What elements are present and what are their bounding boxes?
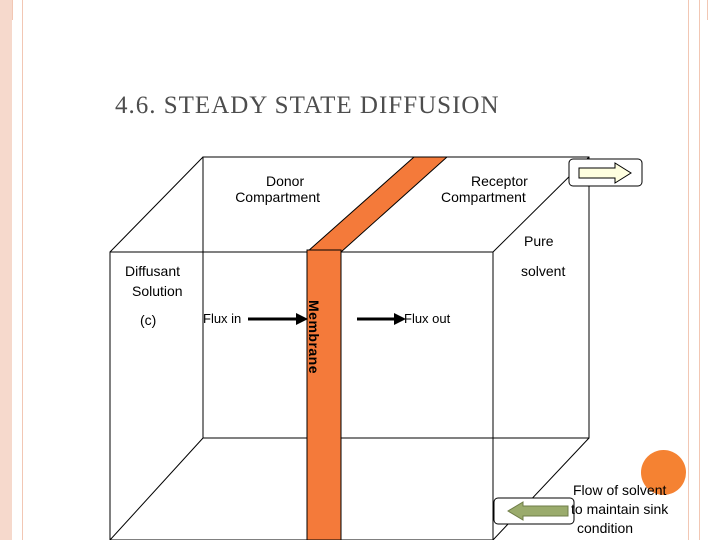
flow-label-line3: condition xyxy=(577,520,634,536)
slide-frame-line xyxy=(22,0,23,540)
membrane-label: Membrane xyxy=(306,300,322,375)
membrane-top xyxy=(305,156,449,253)
membrane-front xyxy=(306,249,342,540)
receptor-label-line1: Receptor xyxy=(471,173,528,189)
donor-label: Donor Compartment xyxy=(220,173,320,205)
receptor-label-line2: Compartment xyxy=(441,189,526,205)
flux-out-label: Flux out xyxy=(404,311,451,326)
donor-label-line2: Compartment xyxy=(235,189,320,205)
flow-label-line2: to maintain sink xyxy=(571,501,669,517)
panel-label: (c) xyxy=(140,312,157,328)
flow-label: Flow of solvent to maintain sink conditi… xyxy=(571,481,668,538)
solvent-label: solvent xyxy=(521,263,566,279)
flux-in-label: Flux in xyxy=(203,311,242,326)
donor-label-line1: Donor xyxy=(266,173,305,189)
left-arrow-icon xyxy=(507,501,569,521)
right-arrow-icon xyxy=(578,162,632,184)
flux-out-arrow xyxy=(357,313,406,325)
slide-frame-left xyxy=(0,0,12,540)
slide-title: 4.6. STEADY STATE DIFFUSION xyxy=(115,92,500,119)
edge-top-left xyxy=(109,156,204,253)
inlet-box xyxy=(568,158,643,187)
pure-label: Pure xyxy=(524,233,554,249)
flow-label-line1: Flow of solvent xyxy=(573,482,667,498)
front-face xyxy=(109,251,494,540)
edge-bottom-left xyxy=(109,437,204,540)
diffusant-label-line2: Solution xyxy=(132,283,183,299)
slide-frame-top xyxy=(12,0,708,20)
diffusant-label-line1: Diffusant xyxy=(125,263,180,279)
diffusant-label: Diffusant Solution xyxy=(125,263,183,299)
flux-in-arrow xyxy=(248,313,308,325)
slide-frame-right xyxy=(688,0,720,540)
outlet-box xyxy=(493,497,575,525)
accent-circle xyxy=(641,450,686,495)
receptor-label: Receptor Compartment xyxy=(441,173,536,205)
